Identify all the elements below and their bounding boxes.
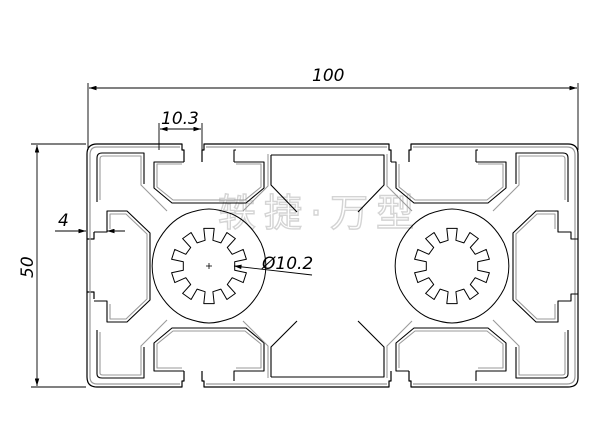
dimension-width: [87, 83, 579, 150]
watermark: 轶捷·万型: [218, 191, 422, 235]
profile-outline: [86, 143, 579, 388]
width-label: 100: [312, 66, 344, 86]
bore-diameter-label: Ø10.2: [261, 254, 313, 274]
slot-opening-label: 10.3: [161, 109, 199, 129]
dimension-height: [31, 143, 86, 388]
dimension-slot-opening: [158, 123, 203, 150]
bore-gear-left: [171, 227, 247, 305]
height-label: 50: [18, 256, 38, 278]
wall-label: 4: [58, 211, 69, 231]
bore-gear-right: [414, 227, 490, 305]
dimension-bore-diameter: [233, 264, 313, 276]
center-bore-left: [151, 208, 267, 324]
center-bore-right: [394, 208, 510, 324]
center-mark-left: [206, 263, 212, 269]
